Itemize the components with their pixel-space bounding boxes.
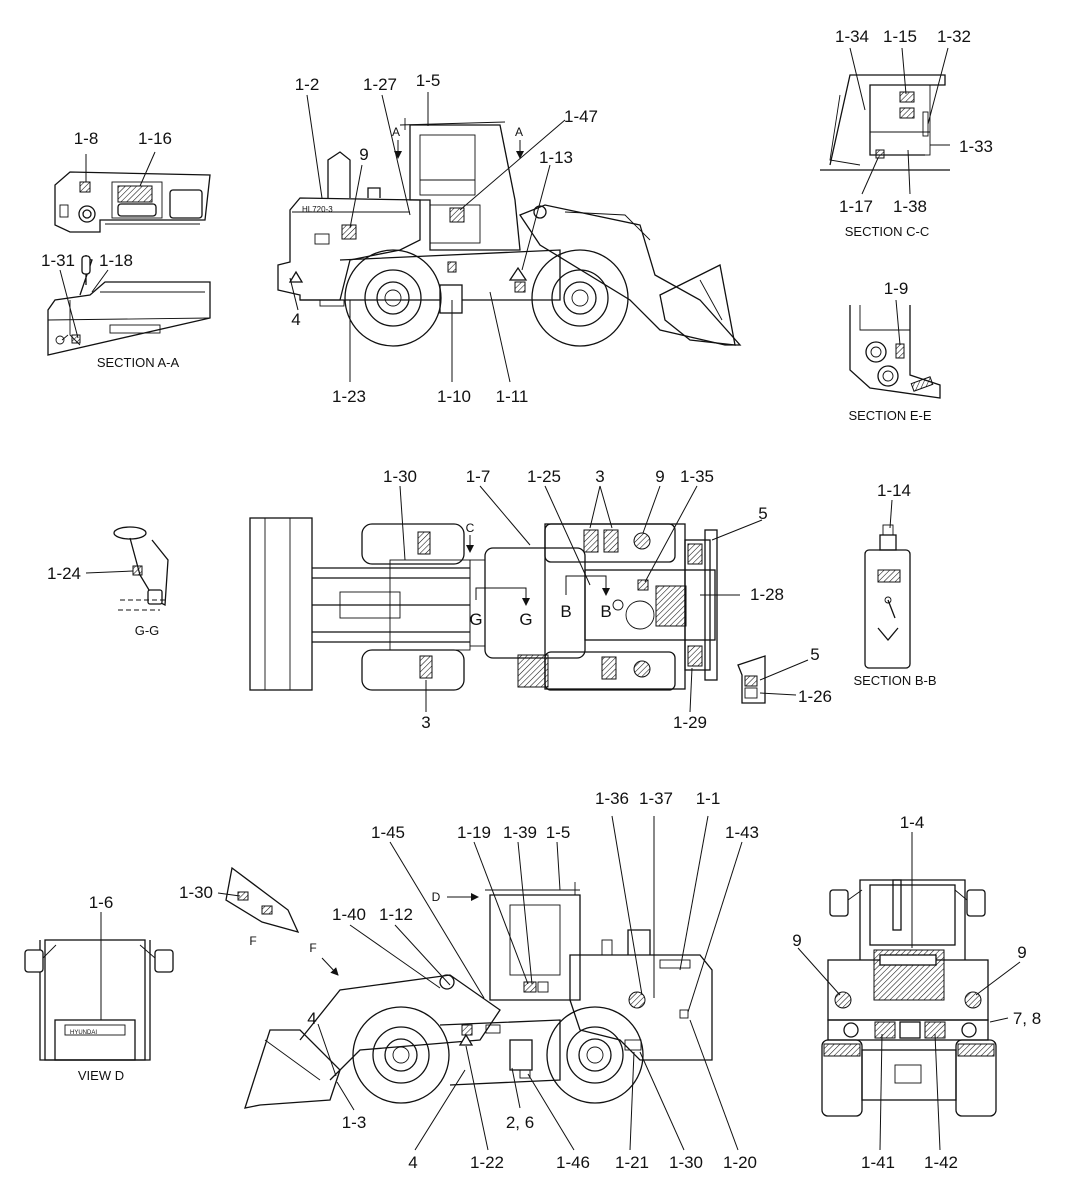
label-9-rear-left: 9: [792, 931, 801, 950]
label-1-7: 1-7: [466, 467, 491, 486]
label-9-plan: 9: [655, 467, 664, 486]
label-1-30-side: 1-30: [669, 1153, 703, 1172]
label-1-41: 1-41: [861, 1153, 895, 1172]
label-1-38: 1-38: [893, 197, 927, 216]
label-1-8: 1-8: [74, 129, 99, 148]
label-1-9: 1-9: [884, 279, 909, 298]
gg-detail-view: 1-24 G-G: [47, 526, 169, 638]
section-bb-view: 1-14 SECTION B-B: [853, 481, 936, 688]
rear-view: 1-4 9 9 7, 8 1-41 1-42: [792, 813, 1041, 1172]
label-1-22: 1-22: [470, 1153, 504, 1172]
marker-d: D: [432, 890, 441, 904]
label-1-16: 1-16: [138, 129, 172, 148]
label-1-19: 1-19: [457, 823, 491, 842]
label-1-21: 1-21: [615, 1153, 649, 1172]
label-1-47: 1-47: [564, 107, 598, 126]
label-1-45: 1-45: [371, 823, 405, 842]
label-1-18: 1-18: [99, 251, 133, 270]
label-4-left-lower: 4: [408, 1153, 417, 1172]
label-2-6: 2, 6: [506, 1113, 534, 1132]
section-ee-view: 1-9 SECTION E-E: [848, 279, 941, 423]
label-1-20: 1-20: [723, 1153, 757, 1172]
marker-f-detail: F: [249, 934, 256, 948]
label-1-30-plan: 1-30: [383, 467, 417, 486]
label-1-1: 1-1: [696, 789, 721, 808]
caption-view-d: VIEW D: [78, 1068, 124, 1083]
f-detail-view: 1-30 F: [179, 866, 300, 948]
label-1-11: 1-11: [496, 387, 529, 406]
label-1-33: 1-33: [959, 137, 993, 156]
label-1-15: 1-15: [883, 27, 917, 46]
label-1-10: 1-10: [437, 387, 471, 406]
label-1-32: 1-32: [937, 27, 971, 46]
label-1-2: 1-2: [295, 75, 320, 94]
label-1-12: 1-12: [379, 905, 413, 924]
marker-a-2: A: [515, 125, 523, 139]
label-1-30-f-detail: 1-30: [179, 883, 213, 902]
label-1-14: 1-14: [877, 481, 911, 500]
label-1-4: 1-4: [900, 813, 925, 832]
label-3-plan-top: 3: [595, 467, 604, 486]
label-4-side: 4: [291, 310, 300, 329]
label-7-8: 7, 8: [1013, 1009, 1041, 1028]
side-view-left: D F 1-36 1-37 1-1 1-45 1-19 1-39 1-5 1-4…: [244, 789, 759, 1172]
label-1-17: 1-17: [839, 197, 873, 216]
label-1-13: 1-13: [539, 148, 573, 167]
label-4-left-upper: 4: [307, 1009, 316, 1028]
caption-section-cc: SECTION C-C: [845, 224, 930, 239]
label-1-29: 1-29: [673, 713, 707, 732]
label-1-35: 1-35: [680, 467, 714, 486]
model-badge: HL720-3: [302, 205, 333, 214]
label-1-25: 1-25: [527, 467, 561, 486]
label-1-5-bottom: 1-5: [546, 823, 571, 842]
caption-section-aa: SECTION A-A: [97, 355, 180, 370]
marker-g-2: G: [519, 610, 532, 629]
label-9-side: 9: [359, 145, 368, 164]
label-1-26: 1-26: [798, 687, 832, 706]
label-5-detail: 5: [810, 645, 819, 664]
label-1-43: 1-43: [725, 823, 759, 842]
label-1-28: 1-28: [750, 585, 784, 604]
caption-gg: G-G: [135, 623, 160, 638]
svg-text:HYUNDAI: HYUNDAI: [70, 1030, 97, 1036]
marker-c: C: [466, 521, 475, 535]
label-1-34: 1-34: [835, 27, 869, 46]
step-detail-view: 5 1-26: [737, 645, 832, 706]
marker-b-1: B: [560, 602, 571, 621]
marker-f: F: [309, 941, 316, 955]
label-1-37: 1-37: [639, 789, 673, 808]
label-1-46: 1-46: [556, 1153, 590, 1172]
section-cc-view: 1-34 1-15 1-32 1-33 1-17 1-38 SECTION C-…: [820, 27, 993, 239]
label-1-5-top: 1-5: [416, 71, 441, 90]
label-1-24: 1-24: [47, 564, 81, 583]
label-1-3: 1-3: [342, 1113, 367, 1132]
view-d: HYUNDAI 1-6 VIEW D: [24, 893, 174, 1083]
label-1-40: 1-40: [332, 905, 366, 924]
label-1-27: 1-27: [363, 75, 397, 94]
label-1-42: 1-42: [924, 1153, 958, 1172]
marker-a-1: A: [392, 125, 400, 139]
plan-view: C G G B B 1-30 1-7 1-25 3 9 1-35 5 1-28 …: [249, 467, 784, 732]
caption-section-bb: SECTION B-B: [853, 673, 936, 688]
label-9-rear-right: 9: [1017, 943, 1026, 962]
label-5-plan: 5: [758, 504, 767, 523]
label-3-plan-bottom: 3: [421, 713, 430, 732]
label-1-31: 1-31: [41, 251, 75, 270]
marker-g-1: G: [469, 610, 482, 629]
side-view-right: HL720-3: [277, 71, 742, 406]
section-aa-view: 1-8 1-16 1-31 1-18 SECTION A-A: [41, 129, 211, 370]
caption-section-ee: SECTION E-E: [848, 408, 931, 423]
label-1-6: 1-6: [89, 893, 114, 912]
label-1-36: 1-36: [595, 789, 629, 808]
label-1-39: 1-39: [503, 823, 537, 842]
label-1-23: 1-23: [332, 387, 366, 406]
marker-b-2: B: [600, 602, 611, 621]
